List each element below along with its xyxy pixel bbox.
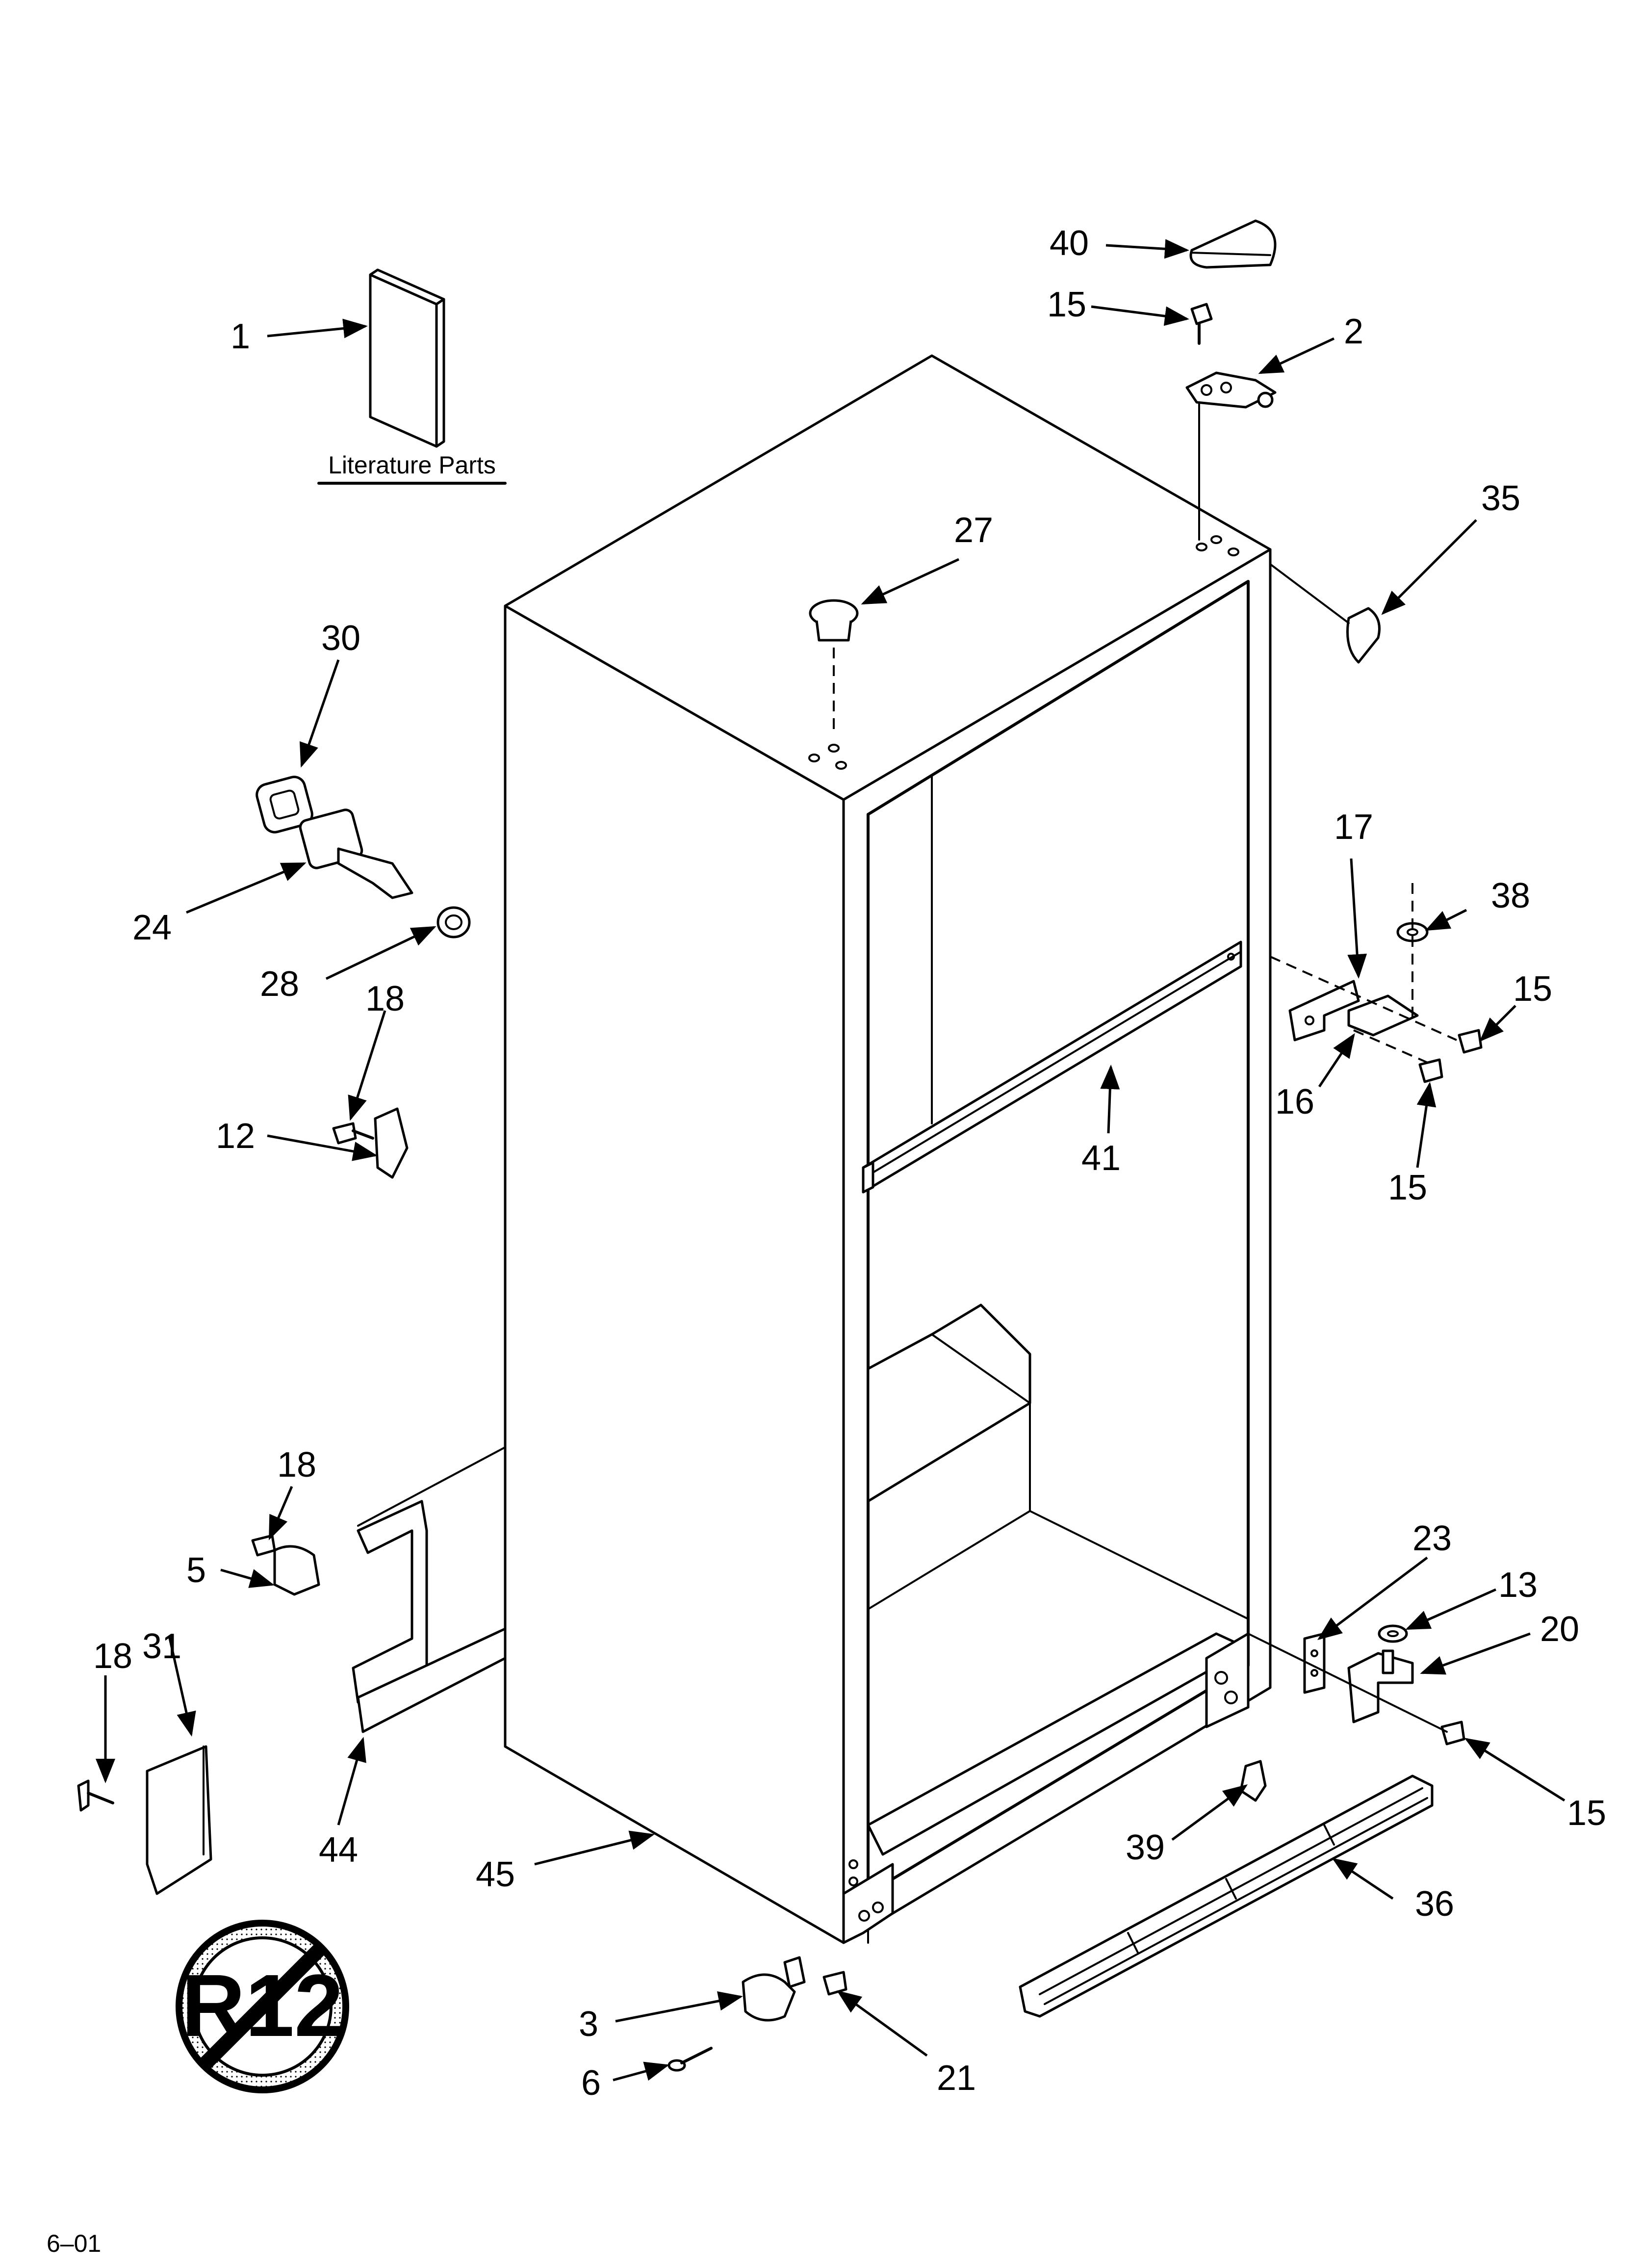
callout-3: 3 <box>579 2005 598 2044</box>
right-center-hinge <box>1270 883 1483 1083</box>
screw-and-bracket-12 <box>332 1107 409 1179</box>
refrigerator-cabinet <box>504 354 1272 1944</box>
callout-21: 21 <box>937 2059 976 2098</box>
callout-39: 39 <box>1126 1828 1165 1867</box>
callout-leaders <box>96 239 1565 2082</box>
callout-18-lower: 18 <box>93 1637 132 1676</box>
callout-2: 2 <box>1344 312 1363 351</box>
callout-16: 16 <box>1275 1082 1314 1121</box>
literature-parts-caption: Literature Parts <box>328 451 496 479</box>
callout-labels: Literature Parts 6–01 1 2 3 5 6 12 13 15… <box>47 224 1606 2257</box>
literature-booklet <box>317 268 507 485</box>
footer-code: 6–01 <box>47 2230 101 2257</box>
callout-15-right-lower: 15 <box>1388 1168 1427 1207</box>
callout-31: 31 <box>142 1627 181 1666</box>
top-plug <box>809 599 859 736</box>
callout-18-middle: 18 <box>277 1445 316 1485</box>
callout-45: 45 <box>476 1855 515 1894</box>
callout-20: 20 <box>1540 1610 1579 1649</box>
callout-15-top: 15 <box>1047 285 1086 324</box>
bottom-right-hinge <box>1247 1624 1465 1746</box>
callout-13: 13 <box>1498 1565 1538 1605</box>
callout-6: 6 <box>581 2063 601 2103</box>
left-lower-hinge-parts <box>77 1446 507 1895</box>
callout-27: 27 <box>954 511 993 550</box>
top-hinge-assembly <box>1185 219 1277 541</box>
callout-23: 23 <box>1412 1519 1452 1558</box>
callout-40: 40 <box>1050 224 1089 263</box>
top-right-cap <box>1269 563 1381 664</box>
callout-17: 17 <box>1334 808 1373 847</box>
callout-36: 36 <box>1415 1884 1454 1924</box>
callout-18-upper: 18 <box>365 979 405 1018</box>
callout-15-bottom-right: 15 <box>1567 1794 1606 1833</box>
callout-41: 41 <box>1081 1139 1121 1178</box>
bottom-hinge-small-parts <box>667 1956 847 2072</box>
no-r12-symbol: R12 <box>176 1920 349 2093</box>
callout-28: 28 <box>260 965 299 1004</box>
callout-5: 5 <box>186 1551 206 1590</box>
callout-15-right-upper: 15 <box>1513 969 1552 1009</box>
callout-1: 1 <box>231 317 250 356</box>
callout-12: 12 <box>216 1117 255 1156</box>
divider-rail <box>862 940 1242 1194</box>
callout-35: 35 <box>1481 479 1520 518</box>
callout-44: 44 <box>319 1830 358 1870</box>
callout-24: 24 <box>132 908 172 947</box>
callout-30: 30 <box>321 619 360 658</box>
callout-38: 38 <box>1491 876 1530 915</box>
handle-hardware-left <box>256 776 471 938</box>
